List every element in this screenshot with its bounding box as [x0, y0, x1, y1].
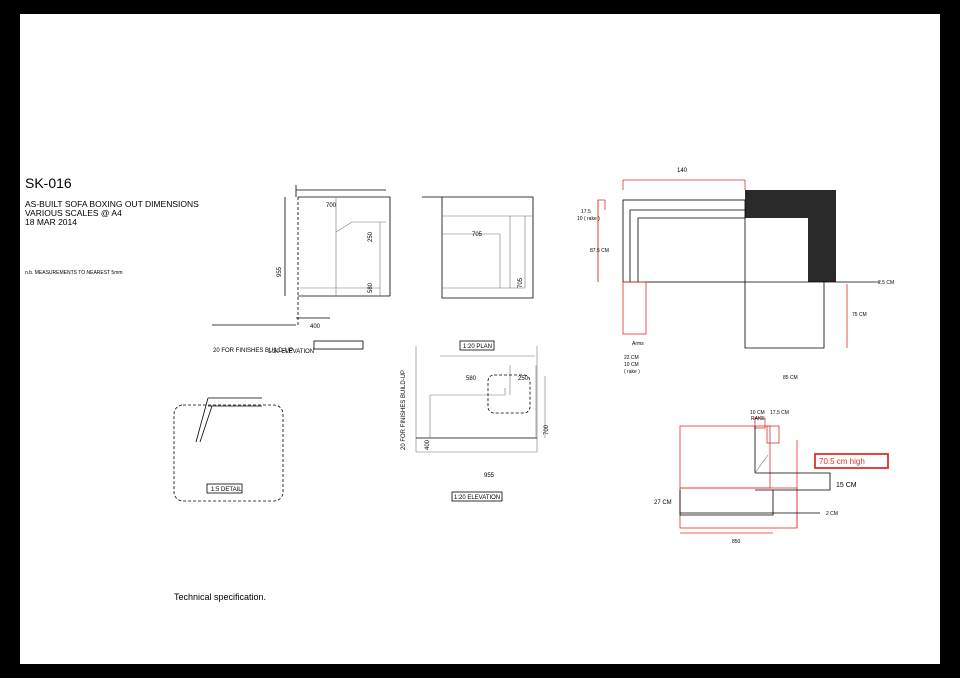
dim-140: 140	[677, 168, 688, 174]
dim-250-plan: 250	[518, 376, 529, 382]
arms-label: Arms	[632, 341, 644, 347]
rake-10-cm: 10 CM	[750, 410, 765, 416]
title-line-1: AS-BUILT SOFA BOXING OUT DIMENSIONS	[25, 199, 199, 209]
elevation-2-caption: 1:20 ELEVATION	[454, 495, 500, 501]
elevation-1-caption: 1:20 ELEVATION	[268, 349, 314, 355]
dim-580-plan: 580	[466, 376, 477, 382]
sofa-section: 140 17.5 10 ( rake ) 87.5 CM 2.5 CM 75 C…	[577, 168, 894, 381]
dim-17-5: 17.5	[581, 209, 591, 215]
height-highlight-box	[814, 453, 889, 469]
dim-2-cm: 2 CM	[826, 511, 838, 517]
dim-705-side: 705	[518, 277, 524, 288]
sheet-caption: Technical specification.	[174, 592, 266, 602]
dim-85: 85 CM	[783, 375, 798, 381]
title-line-2: VARIOUS SCALES @ A4	[25, 208, 122, 218]
dim-2-5: 2.5 CM	[878, 280, 894, 286]
dim-arm-rake: ( rake )	[624, 369, 640, 375]
dim-400-plan: 400	[425, 439, 431, 450]
finishes-note-2: 20 FOR FINISHES BUILD-UP	[401, 370, 407, 450]
dim-17-5-cm: 17.5 CM	[770, 410, 789, 416]
dim-arm-10: 10 CM	[624, 362, 639, 368]
dim-250: 250	[368, 231, 374, 242]
dim-27-cm: 27 CM	[654, 500, 672, 506]
dim-22: 22 CM	[624, 355, 639, 361]
plan-top: 705 705	[422, 196, 534, 299]
dim-580: 580	[368, 282, 374, 293]
sofa-back-fill	[745, 190, 836, 282]
sofa-side: 10 CM RAKE 17.5 CM 70.5 cm high 15 CM 27…	[654, 410, 889, 545]
dim-705-width: 705	[472, 232, 483, 238]
sheet-id: SK-016	[25, 175, 72, 191]
plan-1-20: 1:20 PLAN 580 250 700 400 955 20 FOR FIN…	[401, 340, 550, 502]
measurement-note: n.b. MEASUREMENTS TO NEAREST 5mm	[25, 270, 123, 276]
elevation-1: 700 250 580 955 400 1:20 ELEVATION 20 FO…	[212, 185, 391, 355]
dim-700: 700	[326, 203, 337, 209]
detail-caption: 1:5 DETAIL	[211, 487, 242, 493]
title-line-3: 18 MAR 2014	[25, 217, 77, 227]
dim-955: 955	[277, 266, 283, 277]
dim-rake-10: 10 ( rake )	[577, 216, 600, 222]
dim-850: 850	[732, 539, 741, 545]
plan-caption: 1:20 PLAN	[463, 344, 492, 350]
dim-87-5: 87.5 CM	[590, 248, 609, 254]
title-block: SK-016 AS-BUILT SOFA BOXING OUT DIMENSIO…	[25, 175, 199, 276]
finishes-note-1: 20 FOR FINISHES BUILD-UP	[213, 348, 293, 354]
drawing-sheet	[20, 14, 940, 664]
dim-400: 400	[310, 324, 321, 330]
dim-75: 75 CM	[852, 312, 867, 318]
dim-15-cm: 15 CM	[836, 482, 857, 489]
dim-955-plan: 955	[484, 473, 495, 479]
height-highlight: 70.5 cm high	[819, 457, 865, 466]
rake-label: RAKE	[751, 416, 765, 422]
dim-700-plan: 700	[544, 424, 550, 435]
detail-1-5: 1:5 DETAIL	[173, 397, 284, 502]
